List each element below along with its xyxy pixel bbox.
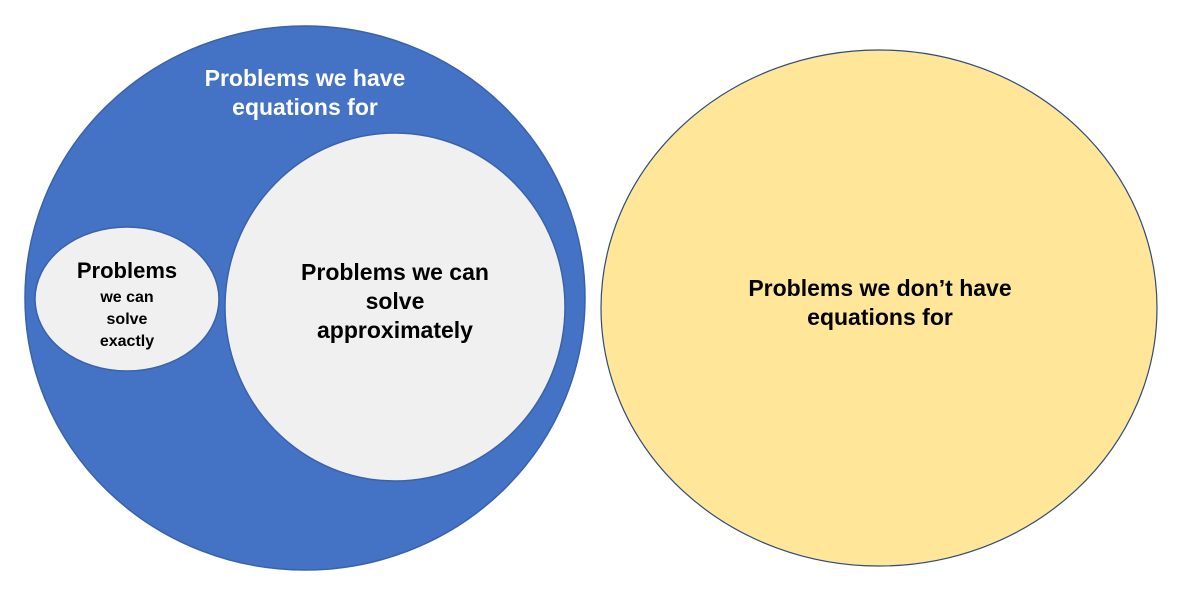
no-equations-circle-label: Problems we don’t have equations for (660, 274, 1100, 332)
exact-label-line-3: exactly (99, 333, 155, 351)
circle-no-equations (600, 49, 1158, 567)
approx-circle-label: Problems we can solve approximately (250, 258, 540, 344)
outer-label-line-2: equations for (232, 93, 378, 120)
no-equations-label-line-2: equations for (807, 303, 953, 330)
approx-label-line-1: Problems we can (301, 259, 489, 285)
approx-label-line-3: approximately (317, 316, 473, 343)
outer-circle-label: Problems we have equations for (170, 64, 440, 122)
approx-label-line-2: solve (365, 287, 425, 314)
circle-solve-exactly (34, 226, 220, 372)
exact-label-title: Problems (76, 258, 178, 283)
exact-label-line-1: we can (100, 288, 154, 306)
circle-solve-approximately (224, 132, 566, 482)
exact-label-line-2: solve (106, 310, 148, 328)
outer-label-line-1: Problems we have (204, 65, 406, 91)
exact-circle-label: Problems we can solve exactly (36, 257, 218, 354)
no-equations-label-line-1: Problems we don’t have (748, 275, 1012, 301)
